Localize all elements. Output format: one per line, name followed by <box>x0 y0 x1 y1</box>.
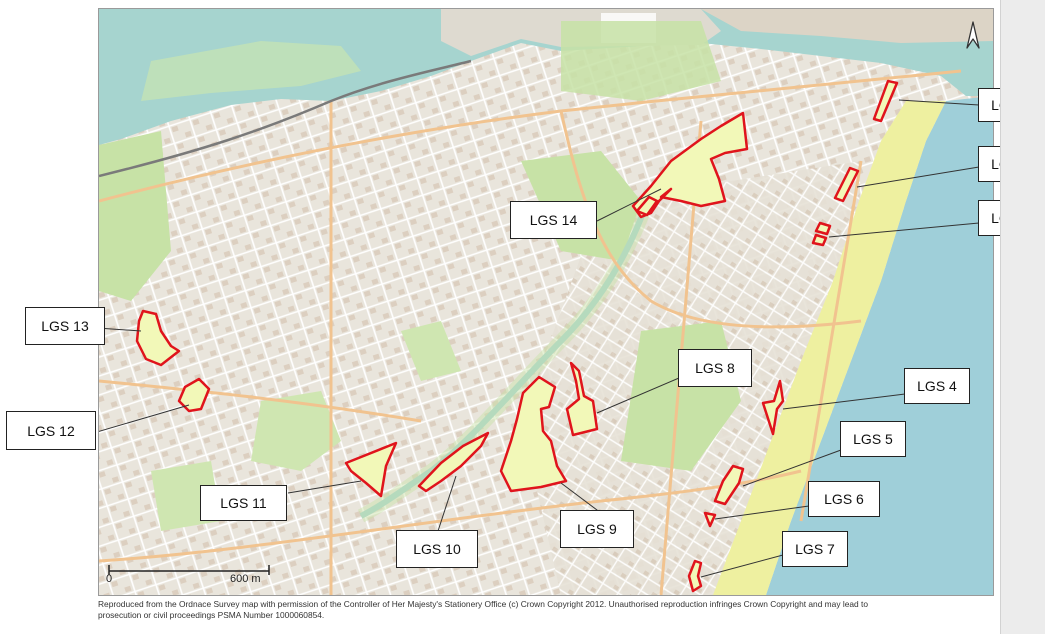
lgs-14-site[interactable] <box>631 111 749 219</box>
copyright-line-1: Reproduced from the Ordnace Survey map w… <box>98 599 868 609</box>
lgs-6-site[interactable] <box>703 511 717 528</box>
lgs-11-site[interactable] <box>344 441 398 498</box>
lgs-8-site[interactable] <box>565 361 599 437</box>
lgs-3-site[interactable] <box>811 221 832 247</box>
estuary-water <box>99 9 993 145</box>
north-arrow-icon <box>966 20 980 55</box>
scale-label-start: 0 <box>106 573 113 585</box>
estuary-island <box>141 41 361 101</box>
site-label-lgs-9[interactable]: LGS 9 <box>560 510 634 548</box>
site-label-lgs-14[interactable]: LGS 14 <box>510 201 597 239</box>
site-label-lgs-5[interactable]: LGS 5 <box>840 421 906 457</box>
scale-bar <box>108 565 270 575</box>
railway <box>99 59 472 178</box>
side-panel <box>1000 0 1045 634</box>
leader-lines <box>99 99 980 578</box>
site-label-lgs-13[interactable]: LGS 13 <box>25 307 105 345</box>
lgs-10-site[interactable] <box>417 431 490 493</box>
green-space <box>401 321 461 381</box>
copyright-notice: Reproduced from the Ordnace Survey map w… <box>98 599 994 620</box>
site-label-lgs-4[interactable]: LGS 4 <box>904 368 970 404</box>
green-space <box>561 21 721 101</box>
lgs-2-site[interactable] <box>833 166 860 203</box>
site-label-lgs-10[interactable]: LGS 10 <box>396 530 478 568</box>
lgs-4-site[interactable] <box>761 379 785 436</box>
green-space <box>251 391 341 471</box>
site-label-lgs-12[interactable]: LGS 12 <box>6 411 96 450</box>
site-label-lgs-7[interactable]: LGS 7 <box>782 531 848 567</box>
lgs-5-site[interactable] <box>713 464 745 506</box>
lgs-12-site[interactable] <box>177 377 211 413</box>
lgs-1-site[interactable] <box>872 79 899 123</box>
green-space <box>99 131 171 301</box>
copyright-line-2: prosecution or civil proceedings PSMA Nu… <box>98 609 325 620</box>
lgs-sites <box>135 79 899 593</box>
north-shore <box>701 9 993 43</box>
site-label-lgs-11[interactable]: LGS 11 <box>200 485 287 521</box>
site-label-lgs-6[interactable]: LGS 6 <box>808 481 880 517</box>
major-roads <box>99 69 962 595</box>
lgs-9-site[interactable] <box>499 375 568 493</box>
lgs-7-site[interactable] <box>687 559 703 593</box>
scale-label-end: 600 m <box>230 573 261 585</box>
sea <box>766 96 993 595</box>
site-label-lgs-8[interactable]: LGS 8 <box>678 349 752 387</box>
